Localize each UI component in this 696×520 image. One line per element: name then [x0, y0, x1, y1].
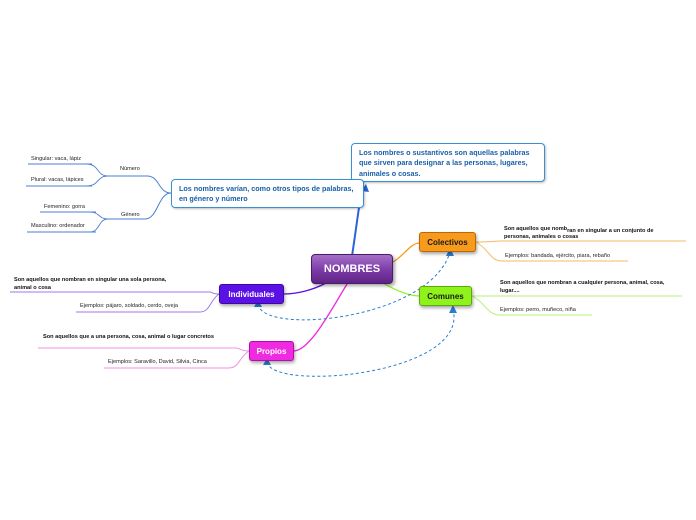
individuales-node[interactable]: Individuales	[219, 284, 284, 304]
individuales-examples[interactable]: Ejemplos: pájaro, soldado, cerdo, oveja	[80, 303, 178, 309]
relation-individuales-colectivos	[257, 251, 451, 321]
link-callout-numero	[146, 175, 172, 194]
link-central-propios	[293, 283, 348, 352]
link-central-individuales	[283, 282, 327, 295]
colectivos-definition[interactable]: Son aquellos que nombran en singular a u…	[504, 226, 654, 241]
propios-definition[interactable]: Son aquellos que a una persona, cosa, an…	[43, 334, 214, 340]
colectivos-examples[interactable]: Ejemplos: bandada, ejército, piara, reba…	[505, 253, 611, 259]
link-genero-masculino	[89, 218, 109, 233]
genero-label[interactable]: Género	[121, 212, 140, 218]
propios-examples[interactable]: Ejemplos: Saravillo, David, Silvia, Cinc…	[108, 359, 207, 365]
propios-node[interactable]: Propios	[249, 341, 294, 361]
numero-label[interactable]: Número	[120, 166, 140, 172]
variation-callout[interactable]: Los nombres varían, como otros tipos de …	[171, 179, 364, 208]
comunes-examples[interactable]: Ejemplos: perro, muñeco, niña	[500, 307, 576, 313]
link-genero-femenino	[89, 211, 109, 220]
individuales-definition[interactable]: Son aquellos que nombran en singular una…	[14, 277, 167, 292]
arrowhead-propios	[263, 358, 271, 365]
link-callout-genero	[144, 192, 172, 220]
numero-singular[interactable]: Singular: vaca, lápiz	[31, 156, 82, 162]
comunes-definition[interactable]: Son aquellos que nombran a cualquier per…	[500, 280, 665, 295]
numero-plural[interactable]: Plural: vacas, lápices	[31, 177, 84, 183]
link-central-comunes	[382, 282, 421, 297]
definition-callout[interactable]: Los nombres o sustantivos son aquellas p…	[351, 143, 545, 182]
comunes-node[interactable]: Comunes	[419, 286, 472, 306]
genero-masculino[interactable]: Masculino: ordenador	[31, 223, 85, 229]
genero-femenino[interactable]: Femenino: gorra	[44, 204, 86, 210]
arrowhead-comunes	[449, 305, 457, 313]
arrowhead-colectivos	[446, 248, 454, 256]
link-central-colectivos	[392, 242, 421, 263]
link-numero-singular	[85, 163, 109, 177]
central-topic[interactable]: NOMBRES	[311, 254, 393, 284]
colectivos-node[interactable]: Colectivos	[419, 232, 476, 252]
relation-propios-comunes	[266, 308, 455, 377]
link-numero-plural	[85, 175, 109, 187]
